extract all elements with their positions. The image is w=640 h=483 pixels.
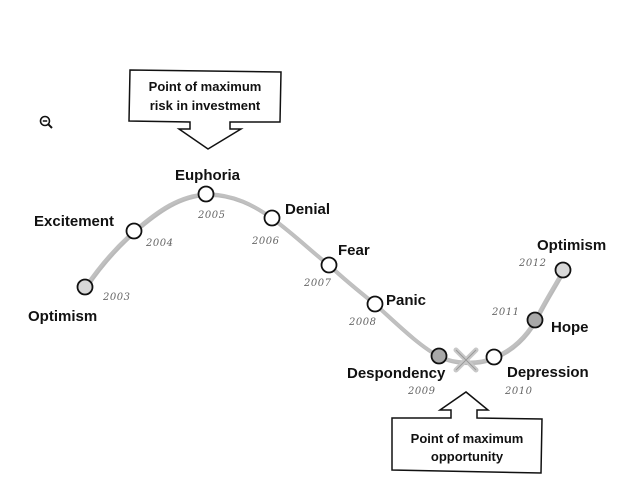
cycle-curve <box>83 192 565 364</box>
stage-label-despondency: Despondency <box>347 365 446 382</box>
year-label-2008: 2008 <box>348 317 376 328</box>
callout-max-opportunity-shape <box>391 391 543 474</box>
year-label-2004: 2004 <box>145 238 173 249</box>
stage-label-panic: Panic <box>386 292 426 309</box>
stage-label-denial: Denial <box>285 201 330 218</box>
stage-node-2003 <box>76 278 94 296</box>
callout-max-opportunity: Point of maximum opportunity <box>391 391 543 474</box>
stage-node-2004 <box>125 222 143 240</box>
stage-label-depression: Depression <box>507 364 589 381</box>
stage-node-2005 <box>197 185 215 203</box>
stage-node-2011 <box>526 311 544 329</box>
stage-label-excitement: Excitement <box>34 213 114 230</box>
callout-max-risk-line1: Point of maximum <box>149 79 262 94</box>
callout-max-risk-line2: risk in investment <box>150 98 261 113</box>
year-label-2010: 2010 <box>504 386 533 397</box>
year-label-2012: 2012 <box>518 258 546 269</box>
bottom-cross-mark <box>453 347 479 373</box>
stage-label-optimism-end: Optimism <box>537 237 606 254</box>
stage-node-2008 <box>366 295 384 313</box>
year-label-2003: 2003 <box>102 292 130 303</box>
callout-max-opportunity-line1: Point of maximum <box>411 431 524 446</box>
stage-node-2012 <box>554 261 572 279</box>
callout-max-opportunity-line2: opportunity <box>431 449 504 464</box>
stage-node-2006 <box>263 209 281 227</box>
stage-node-2009 <box>430 347 448 365</box>
stage-label-hope: Hope <box>551 319 589 336</box>
year-label-2009: 2009 <box>407 386 436 397</box>
zoom-out-icon[interactable] <box>38 114 56 132</box>
stage-nodes <box>76 185 572 366</box>
stage-label-euphoria: Euphoria <box>175 167 241 184</box>
stage-node-2010 <box>485 348 503 366</box>
year-label-2007: 2007 <box>303 278 332 289</box>
year-label-2011: 2011 <box>491 307 519 318</box>
callout-max-risk-shape <box>128 69 282 150</box>
stage-label-optimism-start: Optimism <box>28 308 97 325</box>
year-label-2006: 2006 <box>251 236 280 247</box>
year-label-2005: 2005 <box>197 210 225 221</box>
stage-label-fear: Fear <box>338 242 370 259</box>
stage-node-2007 <box>320 256 338 274</box>
callout-max-risk: Point of maximum risk in investment <box>128 69 282 150</box>
